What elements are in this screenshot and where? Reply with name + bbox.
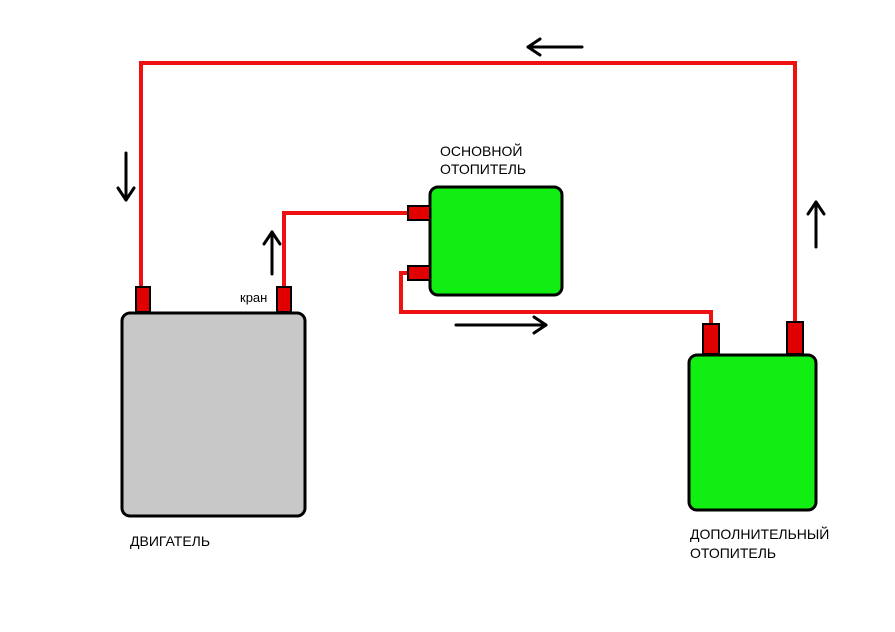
valve-label: кран	[240, 290, 267, 305]
main-heater-label-line1: ОСНОВНОЙ	[440, 142, 522, 159]
engine-outlet-fitting	[135, 286, 151, 313]
pipe-return-loop	[139, 61, 797, 325]
aux-heater-label-line2: ОТОПИТЕЛЬ	[690, 545, 776, 561]
arrow-left-icon	[526, 37, 584, 57]
main-heater-block	[428, 185, 564, 297]
pipes	[139, 61, 797, 327]
arrow-down-icon	[116, 151, 136, 202]
engine-label: ДВИГАТЕЛЬ	[130, 533, 210, 549]
main-heater-outlet-fitting	[407, 265, 431, 281]
arrow-right-icon	[454, 315, 548, 335]
main-heater-inlet-fitting	[407, 205, 431, 221]
flow-arrows	[116, 37, 826, 335]
aux-heater-inlet-fitting	[702, 323, 720, 355]
aux-heater-label-line1: ДОПОЛНИТЕЛЬНЫЙ	[690, 525, 829, 542]
valve-fitting	[276, 286, 292, 313]
arrow-up-icon	[262, 230, 282, 276]
pipe-main-heater-to-aux-heater	[399, 271, 713, 327]
engine-block	[120, 311, 307, 518]
arrow-up-icon	[806, 200, 826, 249]
fittings	[135, 205, 804, 355]
pipe-valve-to-main-heater	[282, 211, 412, 292]
main-heater-label-line2: ОТОПИТЕЛЬ	[440, 161, 526, 177]
aux-heater-outlet-fitting	[786, 321, 804, 355]
aux-heater-block	[687, 353, 818, 512]
